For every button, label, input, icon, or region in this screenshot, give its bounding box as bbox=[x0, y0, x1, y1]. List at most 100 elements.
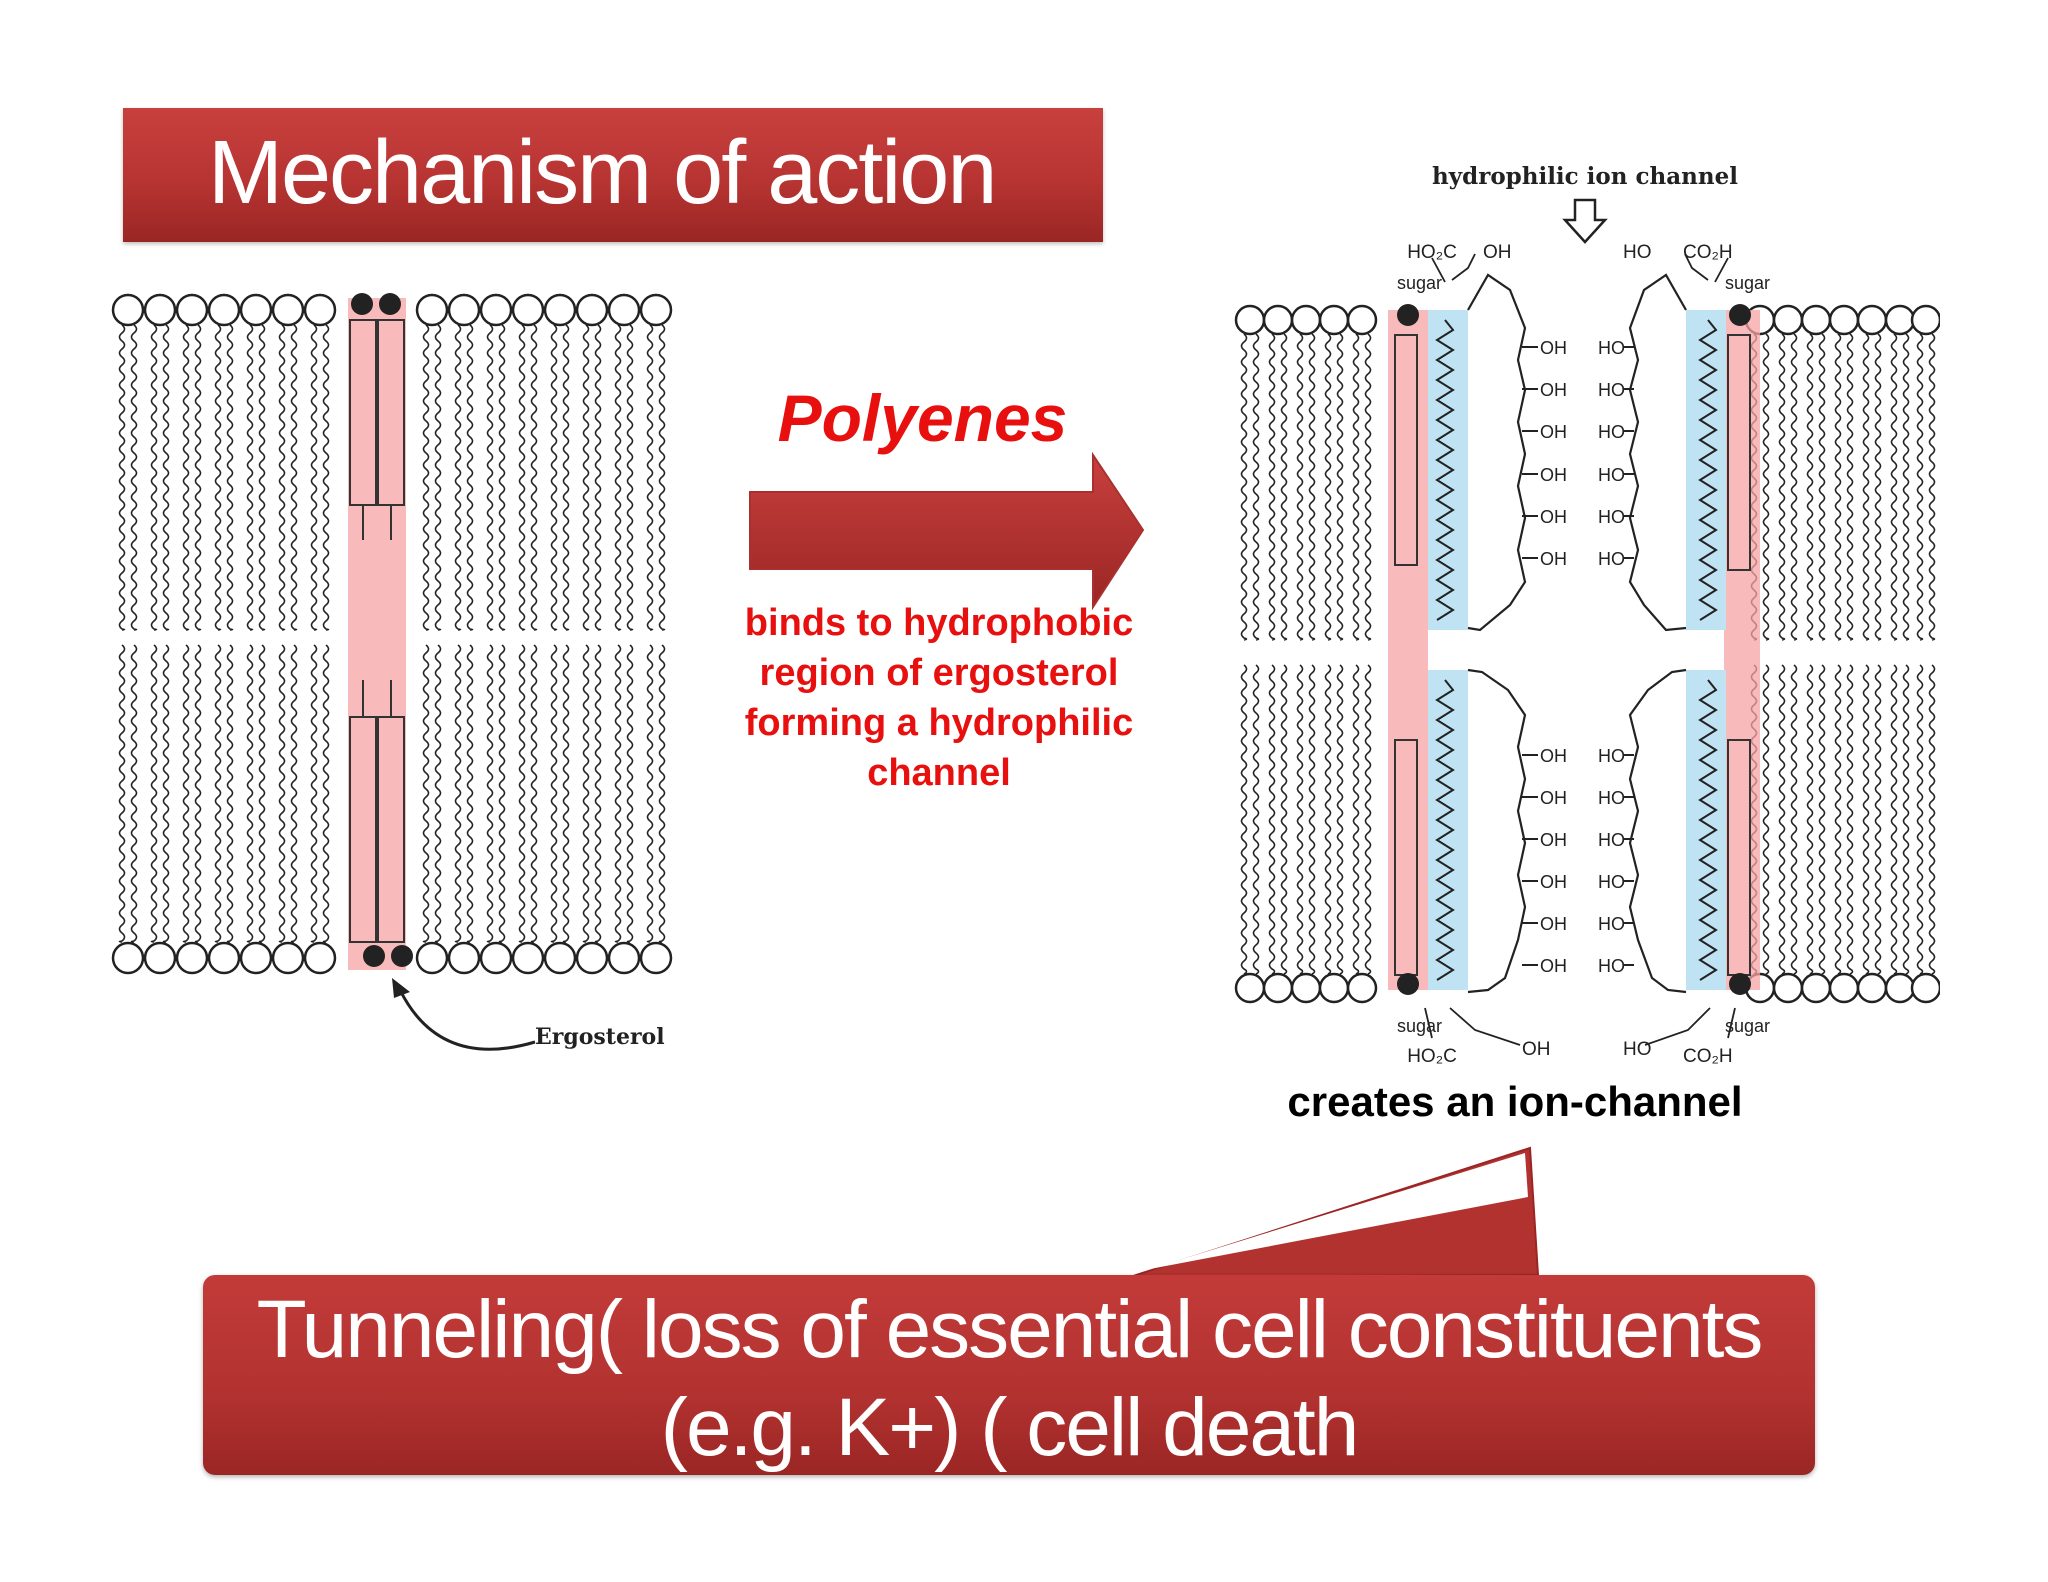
lipid-tail bbox=[1296, 664, 1304, 975]
top-oh-label: OH bbox=[1483, 242, 1512, 263]
lipid-head-bottom bbox=[111, 941, 145, 975]
lipid-tail bbox=[194, 644, 202, 943]
lipid-tail bbox=[214, 324, 222, 631]
lipid-head-bottom bbox=[1290, 972, 1322, 1004]
lipid-tail bbox=[1874, 664, 1882, 975]
lipid-head-bottom bbox=[479, 941, 513, 975]
lipid-tail bbox=[322, 644, 330, 943]
top-co2h-label: CO₂H bbox=[1683, 242, 1733, 263]
lipid-tail bbox=[658, 324, 666, 631]
lipid-tail bbox=[130, 644, 138, 943]
hydroxyl-label: HO bbox=[1598, 507, 1625, 527]
macrolide-ring bbox=[1467, 273, 1527, 632]
lipid-tail bbox=[1862, 664, 1870, 975]
description-line: region of ergosterol bbox=[759, 652, 1119, 694]
ion-channel-caption: creates an ion-channel bbox=[1287, 1078, 1743, 1125]
ergosterol-head bbox=[1729, 973, 1751, 995]
hydroxyl-label: OH bbox=[1540, 956, 1567, 976]
lipid-head-bottom bbox=[1346, 972, 1378, 1004]
lipid-tail bbox=[530, 644, 538, 943]
lipid-tail bbox=[278, 644, 286, 943]
bottom-bond bbox=[1644, 1007, 1711, 1046]
lipid-head-top bbox=[207, 293, 241, 327]
lipid-tail bbox=[594, 324, 602, 631]
hydroxyl-label: OH bbox=[1540, 830, 1567, 850]
lipid-tail bbox=[310, 324, 318, 631]
channel-down-arrow bbox=[1562, 198, 1608, 244]
hydroxyl-label: OH bbox=[1540, 746, 1567, 766]
lipid-tail bbox=[1846, 333, 1854, 641]
reaction-arrow bbox=[749, 452, 1145, 611]
macrolide-ring bbox=[1628, 273, 1687, 632]
lipid-tail bbox=[1928, 664, 1936, 975]
lipid-tail bbox=[322, 324, 330, 631]
top-ho2c-label: HO₂C bbox=[1407, 242, 1457, 263]
lipid-head-top bbox=[303, 293, 337, 327]
ergosterol-head bbox=[391, 945, 413, 967]
lipid-tail bbox=[1252, 333, 1260, 641]
ergosterol-head bbox=[351, 293, 373, 315]
lipid-head-bottom bbox=[239, 941, 273, 975]
lipid-tail bbox=[1336, 664, 1344, 975]
lipid-tail bbox=[1818, 664, 1826, 975]
lipid-tail bbox=[258, 324, 266, 631]
description-line: binds to hydrophobic bbox=[744, 602, 1134, 644]
hydroxyl-label: OH bbox=[1540, 338, 1567, 358]
top-right-sugar-label: sugar bbox=[1725, 273, 1770, 293]
lipid-head-top bbox=[175, 293, 209, 327]
lipid-head-bottom bbox=[271, 941, 305, 975]
polyene-region bbox=[1428, 310, 1468, 630]
lipid-head-top bbox=[239, 293, 273, 327]
lipid-tail bbox=[550, 324, 558, 631]
lipid-head-bottom bbox=[1800, 972, 1832, 1004]
lipid-tail bbox=[1916, 333, 1924, 641]
lipid-tail bbox=[150, 644, 158, 943]
lipid-head-top bbox=[271, 293, 305, 327]
lipid-tail bbox=[486, 644, 494, 943]
lipid-head-bottom bbox=[175, 941, 209, 975]
lipid-head-top bbox=[111, 293, 145, 327]
ergosterol-pointer-arrow bbox=[398, 989, 536, 1051]
lipid-tail bbox=[562, 644, 570, 943]
lipid-tail bbox=[498, 324, 506, 631]
conclusion-line: Tunneling( loss of essential cell consti… bbox=[256, 1284, 1764, 1375]
lipid-tail bbox=[246, 324, 254, 631]
lipid-tail bbox=[422, 324, 430, 631]
lipid-head-bottom bbox=[1262, 972, 1294, 1004]
lipid-tail bbox=[614, 644, 622, 943]
lipid-tail bbox=[1308, 664, 1316, 975]
lipid-tail bbox=[466, 324, 474, 631]
lipid-tail bbox=[1336, 333, 1344, 641]
lipid-tail bbox=[626, 324, 634, 631]
hydroxyl-label: OH bbox=[1540, 380, 1567, 400]
lipid-tail bbox=[1862, 333, 1870, 641]
polyene-chain bbox=[1435, 319, 1455, 621]
lipid-tail bbox=[1240, 333, 1248, 641]
lipid-tail bbox=[1352, 664, 1360, 975]
conclusion-line: (e.g. K+) ( cell death bbox=[660, 1382, 1360, 1473]
hydrophilic-ion-channel-label: hydrophilic ion channel bbox=[1432, 163, 1738, 190]
top-bond bbox=[1451, 253, 1476, 281]
ergosterol-ring bbox=[1394, 334, 1418, 566]
bottom-ho2c-label: HO₂C bbox=[1407, 1046, 1457, 1067]
lipid-tail bbox=[1790, 664, 1798, 975]
lipid-tail bbox=[518, 324, 526, 631]
lipid-head-bottom bbox=[575, 941, 609, 975]
lipid-tail bbox=[550, 644, 558, 943]
title-banner: Mechanism of action bbox=[123, 108, 1103, 242]
lipid-tail bbox=[1280, 333, 1288, 641]
lipid-tail bbox=[162, 644, 170, 943]
top-bond bbox=[1684, 253, 1709, 281]
lipid-head-top bbox=[511, 293, 545, 327]
lipid-head-top bbox=[1290, 304, 1322, 336]
description-line: forming a hydrophilic bbox=[744, 702, 1134, 744]
hydroxyl-label: HO bbox=[1598, 422, 1625, 442]
membrane-ergosterol-diagram: Ergosterol bbox=[111, 293, 673, 1051]
lipid-tail bbox=[1364, 333, 1372, 641]
lipid-head-bottom bbox=[1318, 972, 1350, 1004]
lipid-tail bbox=[1834, 333, 1842, 641]
lipid-tail bbox=[1902, 664, 1910, 975]
lipid-tail bbox=[1916, 664, 1924, 975]
ergosterol-head bbox=[1729, 304, 1751, 326]
